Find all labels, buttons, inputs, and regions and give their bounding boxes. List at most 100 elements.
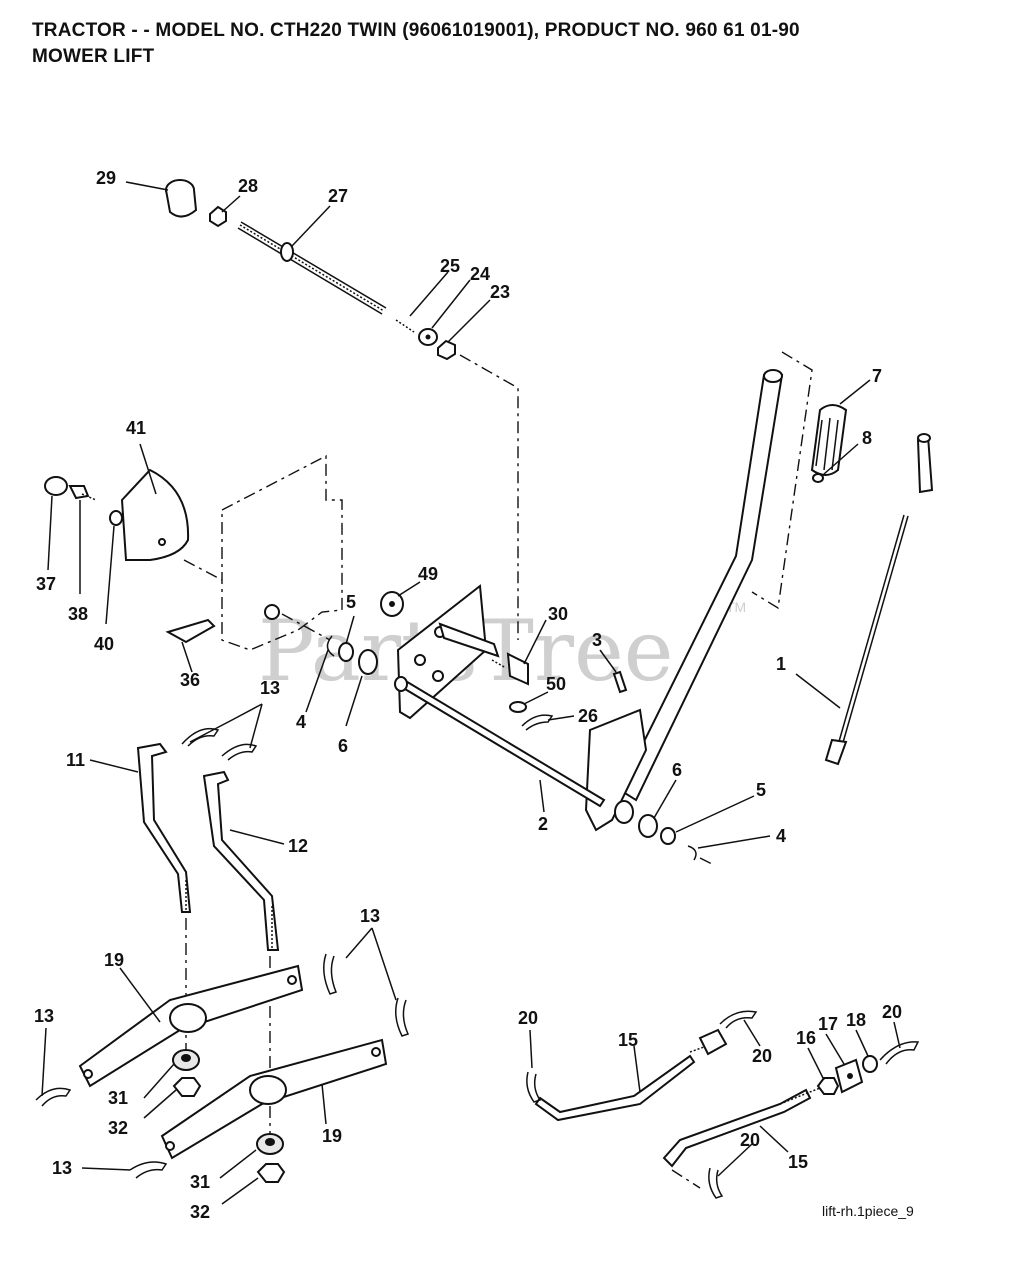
adjustment-knob-29[interactable] bbox=[165, 179, 198, 218]
callout-15-upper: 15 bbox=[618, 1030, 638, 1050]
spring-25[interactable] bbox=[395, 319, 415, 333]
washer-40[interactable] bbox=[109, 510, 123, 526]
leader-dash-top bbox=[459, 354, 519, 640]
handle-grip-7[interactable] bbox=[810, 404, 848, 476]
callout-26: 26 bbox=[578, 706, 598, 726]
lift-lever[interactable] bbox=[584, 369, 784, 832]
callout-32-top: 32 bbox=[108, 1118, 128, 1138]
trunnion-17[interactable] bbox=[834, 1058, 864, 1094]
spacer-31-bottom[interactable] bbox=[256, 1133, 284, 1155]
clip-4-right[interactable] bbox=[687, 845, 697, 861]
bushing-6b[interactable] bbox=[638, 814, 658, 838]
callout-27: 27 bbox=[328, 186, 348, 206]
washer-24[interactable] bbox=[418, 328, 438, 346]
callout-32-bottom: 32 bbox=[190, 1202, 210, 1222]
spacer-31-top[interactable] bbox=[172, 1049, 200, 1071]
callout-12: 12 bbox=[288, 836, 308, 856]
washer-50[interactable] bbox=[509, 701, 527, 713]
callout-2: 2 bbox=[538, 814, 548, 834]
callout-17: 17 bbox=[818, 1014, 838, 1034]
lift-rod-1[interactable] bbox=[824, 433, 934, 766]
nut-32-top[interactable] bbox=[172, 1077, 202, 1097]
diagram-code: lift-rh.1piece_9 bbox=[822, 1203, 914, 1219]
bolt-38[interactable] bbox=[68, 485, 97, 501]
page-title: TRACTOR - - MODEL NO. CTH220 TWIN (96061… bbox=[32, 20, 800, 41]
washer-5-right[interactable] bbox=[660, 827, 676, 845]
callout-7: 7 bbox=[872, 366, 882, 386]
hairpin-13-bottom[interactable] bbox=[129, 1161, 168, 1179]
callout-20-right: 20 bbox=[882, 1002, 902, 1022]
rod-15-upper[interactable] bbox=[534, 1028, 728, 1122]
leader-dash-shaft-left bbox=[281, 613, 331, 641]
shaft-2[interactable] bbox=[394, 676, 606, 808]
hairpin-13-left[interactable] bbox=[35, 1087, 72, 1107]
callout-49: 49 bbox=[418, 564, 438, 584]
threaded-rod-27[interactable] bbox=[237, 221, 387, 315]
callout-4-right: 4 bbox=[776, 826, 786, 846]
callout-4-left: 4 bbox=[296, 712, 306, 732]
callout-20-bottom: 20 bbox=[740, 1130, 760, 1150]
page-subtitle: MOWER LIFT bbox=[32, 46, 155, 67]
callout-20-left: 20 bbox=[518, 1008, 538, 1028]
nut-18[interactable] bbox=[862, 1055, 878, 1073]
trunnion-30[interactable] bbox=[491, 652, 529, 686]
callout-24: 24 bbox=[470, 264, 490, 284]
hairpin-13-right-b[interactable] bbox=[395, 997, 410, 1037]
clip-36[interactable] bbox=[165, 618, 216, 644]
hairpin-13-right-a[interactable] bbox=[323, 953, 337, 995]
bushing-6-right[interactable] bbox=[614, 800, 634, 824]
callout-5-left: 5 bbox=[346, 592, 356, 612]
mounting-plate[interactable] bbox=[396, 584, 500, 720]
callout-18: 18 bbox=[846, 1010, 866, 1030]
callout-15-lower: 15 bbox=[788, 1152, 808, 1172]
callout-13-top: 13 bbox=[260, 678, 280, 698]
lift-link-11[interactable] bbox=[136, 742, 192, 913]
nut-32-bottom[interactable] bbox=[256, 1163, 286, 1183]
lift-arm-19-top[interactable] bbox=[78, 964, 304, 1088]
hairpin-20-bottom[interactable] bbox=[708, 1167, 724, 1199]
callout-41: 41 bbox=[126, 418, 146, 438]
lift-arm-19-bottom[interactable] bbox=[160, 1038, 388, 1160]
callout-36: 36 bbox=[180, 670, 200, 690]
pin-3[interactable] bbox=[612, 670, 628, 694]
lift-link-12[interactable] bbox=[202, 770, 280, 951]
plug-8[interactable] bbox=[812, 473, 824, 483]
callout-3: 3 bbox=[592, 630, 602, 650]
callout-30: 30 bbox=[548, 604, 568, 624]
hairpin-20-left[interactable] bbox=[526, 1071, 542, 1103]
bushing-6-left[interactable] bbox=[358, 649, 378, 675]
callout-31-bottom: 31 bbox=[190, 1172, 210, 1192]
side-bracket-41[interactable] bbox=[120, 468, 190, 561]
snap-ring-37[interactable] bbox=[44, 476, 68, 496]
callout-8: 8 bbox=[862, 428, 872, 448]
nut-16[interactable] bbox=[816, 1077, 840, 1095]
callout-19-bottom: 19 bbox=[322, 1126, 342, 1146]
hairpin-20-right[interactable] bbox=[879, 1041, 920, 1065]
hairpin-13-top-a[interactable] bbox=[181, 727, 220, 747]
hairpin-13-top-b[interactable] bbox=[221, 743, 258, 761]
callout-13-right: 13 bbox=[360, 906, 380, 926]
leader-dash-handle bbox=[751, 351, 813, 610]
clip-4-left[interactable] bbox=[326, 635, 335, 657]
callout-11: 11 bbox=[66, 750, 85, 770]
callout-28: 28 bbox=[238, 176, 258, 196]
rod-15-lower[interactable] bbox=[662, 1087, 821, 1168]
callout-19-top: 19 bbox=[104, 950, 124, 970]
callout-6-right: 6 bbox=[672, 760, 682, 780]
nut-23[interactable] bbox=[437, 339, 456, 361]
page-header: TRACTOR - - MODEL NO. CTH220 TWIN (96061… bbox=[32, 18, 800, 70]
callout-23: 23 bbox=[490, 282, 510, 302]
callout-37: 37 bbox=[36, 574, 56, 594]
callout-1: 1 bbox=[776, 654, 786, 674]
callout-50: 50 bbox=[546, 674, 566, 694]
leader-dash-rod-15 bbox=[671, 1169, 701, 1189]
bolt-49[interactable] bbox=[380, 591, 404, 617]
callout-31-top: 31 bbox=[108, 1088, 128, 1108]
callout-20-mid: 20 bbox=[752, 1046, 772, 1066]
hairpin-26[interactable] bbox=[521, 714, 554, 731]
callout-38: 38 bbox=[68, 604, 88, 624]
washer-5-left[interactable] bbox=[338, 642, 354, 662]
hairpin-20-mid[interactable] bbox=[719, 1010, 758, 1029]
leader-dash-shaft-right bbox=[699, 857, 713, 865]
